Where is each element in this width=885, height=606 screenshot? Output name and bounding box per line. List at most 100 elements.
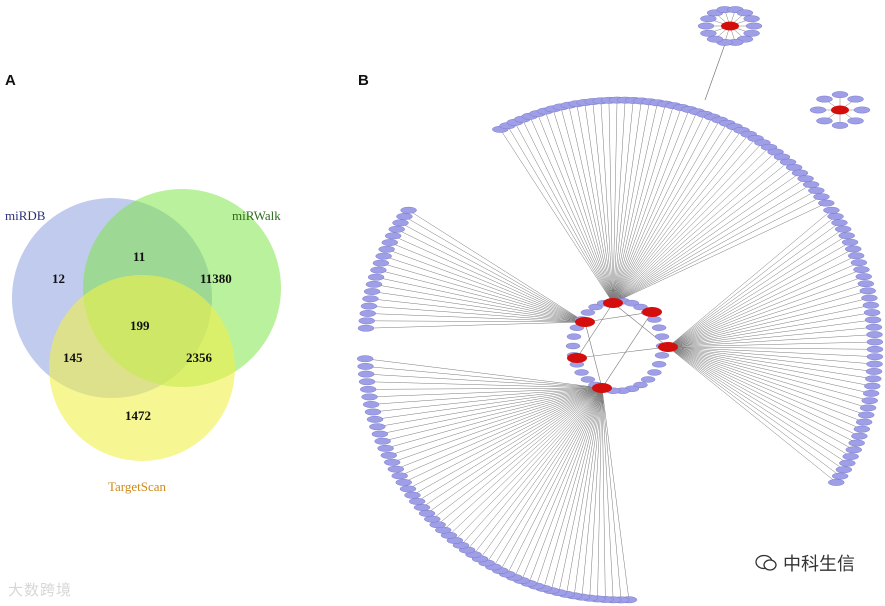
target-node bbox=[838, 232, 855, 240]
hub-node bbox=[567, 353, 587, 363]
edge bbox=[389, 242, 586, 323]
edge bbox=[612, 104, 666, 304]
cluster-node bbox=[706, 9, 724, 17]
edge bbox=[667, 346, 851, 457]
target-node bbox=[704, 113, 721, 121]
edge bbox=[667, 255, 857, 348]
edge bbox=[608, 100, 614, 304]
edge bbox=[612, 105, 674, 304]
inner-target-node bbox=[569, 361, 585, 368]
inner-target-node bbox=[647, 316, 662, 323]
cluster-node bbox=[816, 117, 833, 125]
target-node bbox=[779, 158, 797, 166]
cluster-edge bbox=[824, 98, 841, 111]
inner-target-node bbox=[588, 303, 603, 311]
cluster-node bbox=[831, 91, 849, 99]
target-node bbox=[552, 103, 570, 111]
edge bbox=[407, 387, 603, 490]
edge bbox=[514, 387, 603, 578]
edge bbox=[522, 119, 614, 304]
edge bbox=[667, 346, 873, 387]
region-mirdb-only: 12 bbox=[52, 271, 65, 286]
target-node bbox=[374, 437, 391, 445]
edge bbox=[365, 321, 586, 329]
edge bbox=[600, 100, 614, 304]
edge bbox=[500, 387, 603, 571]
edge bbox=[385, 387, 603, 449]
cluster-edge bbox=[729, 12, 746, 27]
cluster-edge bbox=[839, 98, 856, 111]
target-node bbox=[429, 521, 446, 529]
target-node bbox=[581, 594, 598, 602]
edge bbox=[601, 387, 606, 600]
edge bbox=[393, 235, 586, 323]
target-node bbox=[357, 363, 374, 370]
edge bbox=[612, 134, 749, 304]
target-node bbox=[356, 355, 374, 363]
target-node bbox=[380, 451, 397, 459]
target-node bbox=[365, 280, 383, 288]
edge bbox=[558, 387, 603, 593]
target-node bbox=[435, 526, 452, 534]
target-node bbox=[773, 153, 791, 161]
target-node bbox=[861, 294, 878, 302]
target-node bbox=[850, 259, 868, 267]
network-edges bbox=[365, 43, 876, 600]
cluster-edge bbox=[708, 18, 731, 27]
edge bbox=[368, 305, 586, 323]
edge bbox=[566, 387, 603, 595]
target-node bbox=[465, 551, 482, 558]
target-node bbox=[823, 206, 840, 214]
target-node bbox=[740, 130, 757, 138]
target-node bbox=[865, 323, 883, 331]
cluster-node bbox=[853, 106, 871, 114]
edge bbox=[612, 109, 690, 304]
cluster-node bbox=[847, 95, 864, 103]
target-node bbox=[864, 316, 882, 324]
venn-circle-targetscan bbox=[49, 275, 235, 461]
edge bbox=[589, 387, 603, 599]
target-node bbox=[841, 238, 859, 246]
edge bbox=[612, 184, 812, 304]
target-node bbox=[358, 378, 376, 386]
edge bbox=[543, 387, 603, 589]
edge bbox=[479, 387, 603, 560]
edge bbox=[667, 346, 870, 401]
wechat-icon bbox=[755, 554, 777, 571]
region-mirdb-targetscan: 145 bbox=[63, 350, 83, 365]
target-node bbox=[520, 579, 538, 587]
cluster-hub bbox=[721, 21, 739, 31]
target-node bbox=[620, 596, 638, 604]
target-node bbox=[864, 382, 881, 390]
target-node bbox=[568, 100, 585, 108]
cluster-edge bbox=[729, 18, 752, 27]
target-node bbox=[413, 504, 431, 511]
target-node bbox=[604, 596, 622, 604]
edge bbox=[367, 381, 603, 389]
edge bbox=[612, 102, 658, 304]
edge bbox=[612, 142, 763, 304]
edge bbox=[667, 283, 866, 348]
inner-target-node bbox=[574, 369, 589, 376]
target-node bbox=[584, 98, 601, 105]
target-node bbox=[848, 439, 865, 447]
target-node bbox=[363, 288, 381, 295]
target-node bbox=[392, 219, 409, 227]
target-node bbox=[747, 134, 764, 142]
target-node bbox=[359, 310, 376, 317]
watermark-right-text: 中科生信 bbox=[783, 554, 855, 575]
inner-target-node bbox=[580, 309, 596, 316]
cluster-edge bbox=[714, 12, 731, 27]
edge bbox=[369, 387, 603, 398]
edge bbox=[408, 210, 586, 323]
target-node bbox=[395, 479, 412, 486]
target-node bbox=[367, 273, 385, 281]
edge bbox=[372, 387, 603, 413]
edge bbox=[667, 346, 841, 477]
target-node bbox=[361, 393, 378, 401]
target-node bbox=[573, 593, 591, 601]
region-targetscan-only: 1472 bbox=[125, 408, 151, 423]
target-node bbox=[831, 219, 848, 227]
inner-target-node bbox=[654, 333, 670, 340]
edge bbox=[612, 138, 756, 304]
